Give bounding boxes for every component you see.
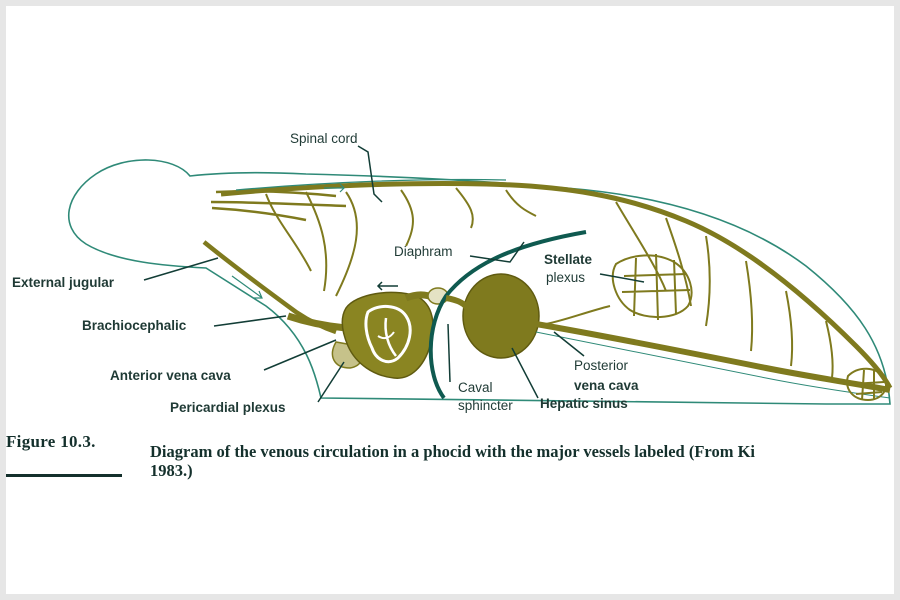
label-sphincter: sphincter bbox=[458, 398, 513, 413]
label-pericardial-plexus: Pericardial plexus bbox=[170, 400, 286, 415]
caption-text: Diagram of the venous circulation in a p… bbox=[150, 442, 755, 480]
label-posterior: Posterior bbox=[574, 358, 629, 373]
figure-rule bbox=[6, 474, 122, 477]
intercostal-branches bbox=[265, 187, 834, 379]
label-diaphram: Diaphram bbox=[394, 244, 453, 259]
label-brachiocephalic: Brachiocephalic bbox=[82, 318, 187, 333]
return-arrow bbox=[376, 281, 398, 291]
label-stellate: Stellate bbox=[544, 252, 593, 267]
label-plexus: plexus bbox=[546, 270, 585, 285]
label-caval: Caval bbox=[458, 380, 493, 395]
venous-circulation-diagram: Spinal cord External jugular Brachioceph… bbox=[12, 131, 893, 415]
hepatic-sinus-shape bbox=[462, 273, 540, 359]
stellate-plexus-shape bbox=[545, 253, 693, 325]
label-vena-cava: vena cava bbox=[574, 378, 639, 393]
spinal-cord-line bbox=[235, 178, 507, 191]
body-outline bbox=[68, 159, 891, 405]
label-hepatic-sinus: Hepatic sinus bbox=[540, 396, 628, 411]
anterior-vena-cava-vessel bbox=[286, 312, 347, 332]
diaphragm-line bbox=[428, 230, 587, 400]
tail-plexus bbox=[846, 367, 887, 402]
sinus-connector bbox=[445, 295, 471, 312]
posterior-vena-cava-vessel bbox=[535, 321, 891, 393]
spinal-vein bbox=[220, 180, 893, 390]
jugular-arrow bbox=[231, 275, 263, 299]
label-spinal-cord: Spinal cord bbox=[290, 131, 358, 146]
figure-page: Spinal cord External jugular Brachioceph… bbox=[6, 6, 894, 594]
spinal-arrow bbox=[324, 183, 345, 193]
caption-line-1: Diagram of the venous circulation in a p… bbox=[150, 442, 755, 461]
leader-lines bbox=[143, 145, 645, 403]
figure-number: Figure 10.3. bbox=[6, 432, 96, 451]
heart bbox=[341, 291, 434, 379]
label-anterior-vena-cava: Anterior vena cava bbox=[110, 368, 231, 383]
posterior-vena-cava-line bbox=[535, 331, 891, 399]
label-external-jugular: External jugular bbox=[12, 275, 115, 290]
caption-line-2: 1983.) bbox=[150, 461, 193, 480]
